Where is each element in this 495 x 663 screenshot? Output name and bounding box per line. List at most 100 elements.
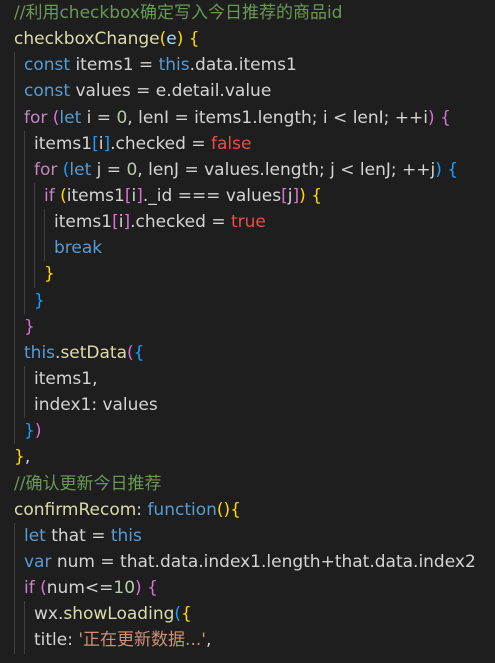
- code-line[interactable]: const values = e.detail.value: [0, 78, 495, 105]
- indent-guide: [24, 392, 25, 419]
- code-token: [: [124, 185, 132, 206]
- indent-guide: [34, 261, 35, 288]
- indent-guide: [14, 548, 15, 576]
- code-line[interactable]: checkboxChange(e) {: [0, 26, 495, 52]
- code-token: (: [52, 107, 60, 128]
- code-line[interactable]: }): [0, 418, 495, 445]
- code-token: num<=: [46, 578, 114, 599]
- code-token: ,: [24, 447, 31, 468]
- code-token: .data.items1: [189, 55, 297, 76]
- code-line[interactable]: if (num<=10) {: [0, 575, 495, 602]
- code-token: setData: [60, 342, 128, 363]
- code-token: (: [40, 578, 47, 599]
- code-line[interactable]: }: [0, 313, 495, 340]
- indent-guide: [14, 78, 15, 105]
- code-token: items1 =: [70, 55, 159, 76]
- code-token: {: [447, 159, 459, 180]
- code-token: e: [166, 29, 177, 50]
- code-line[interactable]: //确认更新今日推荐: [0, 471, 495, 497]
- code-token: }: [34, 290, 45, 311]
- indent-guide: [14, 627, 15, 654]
- code-line[interactable]: }: [0, 261, 495, 288]
- code-token: [: [281, 185, 288, 206]
- code-token: if: [24, 578, 35, 599]
- indent-guide: [24, 209, 25, 236]
- code-token: let: [59, 107, 82, 128]
- code-token: const: [24, 81, 71, 102]
- code-token: ]: [292, 185, 300, 206]
- code-token: if: [44, 185, 55, 206]
- code-token: j: [287, 185, 293, 206]
- indent-guide: [44, 235, 45, 262]
- code-line[interactable]: items1,: [0, 365, 495, 393]
- code-line[interactable]: for (let j = 0, lenJ = values.length; j …: [0, 156, 495, 183]
- indent-guide: [14, 601, 15, 628]
- code-line[interactable]: const items1 = this.data.items1: [0, 52, 495, 79]
- code-token: //利用checkbox确定写入今日推荐的商品id: [14, 3, 343, 23]
- indent-guide: [14, 522, 15, 549]
- code-line[interactable]: }: [0, 287, 495, 314]
- code-token: for: [24, 107, 48, 128]
- code-token: ): [428, 107, 435, 128]
- code-token: ]: [103, 133, 111, 154]
- code-token: //确认更新今日推荐: [14, 473, 162, 494]
- indent-guide: [24, 627, 25, 654]
- code-line[interactable]: wx.showLoading({: [0, 601, 495, 628]
- code-line[interactable]: },: [0, 444, 495, 470]
- indent-guide: [14, 235, 15, 262]
- code-token: :: [136, 499, 148, 520]
- code-line[interactable]: for (let i = 0, lenI = items1.length; i …: [0, 104, 495, 131]
- code-token: {: [133, 342, 145, 363]
- indent-guide: [34, 235, 35, 262]
- code-token: , lenJ = values.length; j < lenJ; ++j: [137, 159, 436, 180]
- code-line[interactable]: var num = that.data.index1.length+that.d…: [0, 548, 495, 576]
- code-token: index1: values: [34, 395, 158, 416]
- indent-guide: [24, 261, 25, 288]
- code-token: (: [159, 29, 167, 50]
- indent-guide: [24, 130, 25, 157]
- code-line[interactable]: confirmRecom: function(){: [0, 497, 495, 523]
- indent-guide: [24, 235, 25, 262]
- indent-guide: [14, 261, 15, 288]
- code-token: '正在更新数据...': [78, 630, 206, 651]
- code-token: }: [44, 264, 55, 285]
- code-line[interactable]: this.setData({: [0, 339, 495, 366]
- code-line[interactable]: break: [0, 235, 495, 262]
- code-token: (: [127, 342, 134, 363]
- indent-guide: [24, 156, 25, 183]
- code-token: }: [24, 316, 35, 337]
- code-token: this: [110, 525, 142, 546]
- code-token: ,: [205, 630, 212, 651]
- indent-guide: [14, 339, 15, 366]
- code-token: items1: [66, 185, 125, 206]
- code-token: [: [112, 212, 119, 233]
- code-token: break: [54, 238, 103, 259]
- code-line[interactable]: //利用checkbox确定写入今日推荐的商品id: [0, 0, 495, 26]
- indent-guide: [34, 182, 35, 210]
- indent-guide: [24, 365, 25, 393]
- indent-guide: [24, 182, 25, 210]
- code-token: items1: [34, 133, 93, 154]
- code-token: for: [34, 159, 58, 180]
- code-token: var: [24, 551, 52, 572]
- code-token: this: [158, 55, 190, 76]
- code-line[interactable]: title: '正在更新数据...',: [0, 627, 495, 654]
- indent-guide: [14, 130, 15, 157]
- indent-guide: [34, 209, 35, 236]
- code-token: true: [230, 212, 266, 233]
- indent-guide: [24, 287, 25, 314]
- code-line[interactable]: items1[i].checked = true: [0, 209, 495, 236]
- code-line[interactable]: items1[i].checked = false: [0, 130, 495, 157]
- code-token: ): [34, 421, 42, 442]
- code-token: items1,: [34, 368, 98, 389]
- indent-guide: [44, 209, 45, 236]
- code-line[interactable]: let that = this: [0, 522, 495, 549]
- code-line[interactable]: index1: values: [0, 392, 495, 419]
- code-line[interactable]: if (items1[i]._id === values[j]) {: [0, 182, 495, 210]
- indent-guide: [14, 104, 15, 131]
- code-token: ): [135, 578, 142, 599]
- code-token: values = e.detail.value: [70, 81, 272, 102]
- code-token: .: [55, 342, 61, 363]
- code-token: , lenI = items1.length; i < lenI; ++i: [127, 107, 429, 128]
